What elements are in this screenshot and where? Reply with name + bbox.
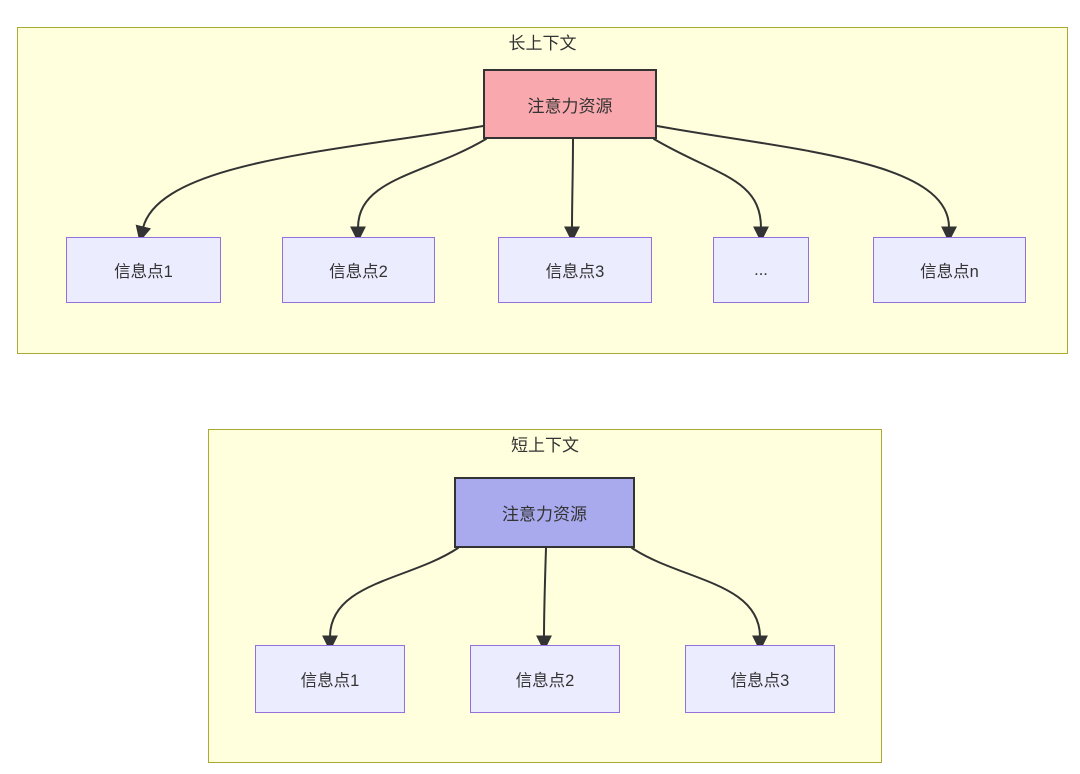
short-attention-label: 注意力资源 [502,505,587,524]
long-attention-node: 注意力资源 [483,69,657,139]
node-label: ... [754,260,768,279]
long-context-title: 长上下文 [508,34,577,53]
long-info-node-2: 信息点2 [282,237,435,303]
short-info-node-2: 信息点2 [470,645,620,713]
node-label: 信息点1 [114,263,173,281]
long-info-node-n: 信息点n [873,237,1026,303]
short-attention-node: 注意力资源 [454,477,635,548]
node-label: 信息点2 [515,672,575,690]
short-context-title: 短上下文 [511,436,579,455]
node-label: 信息点n [920,263,979,281]
long-attention-label: 注意力资源 [527,96,613,116]
long-info-node-3: 信息点3 [498,237,652,303]
short-info-node-3: 信息点3 [685,645,835,713]
node-label: 信息点2 [329,263,388,281]
node-label: 信息点1 [300,672,360,690]
long-info-node-1: 信息点1 [66,237,221,303]
short-info-node-1: 信息点1 [255,645,405,713]
node-label: 信息点3 [545,263,605,281]
long-info-node-ellipsis: ... [713,237,809,303]
node-label: 信息点3 [730,672,790,690]
